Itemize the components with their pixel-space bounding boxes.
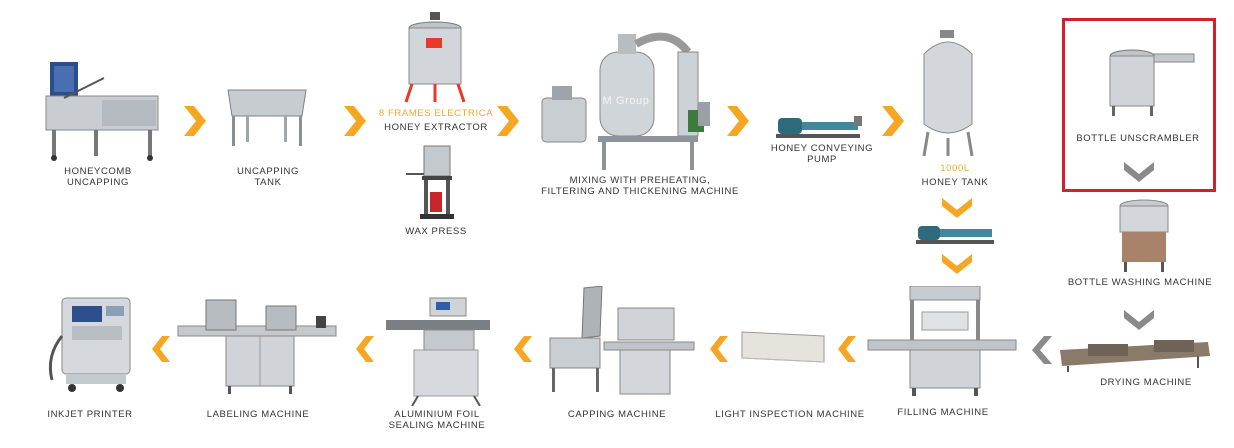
honey-tank-label: HONEY TANK [921,177,989,188]
flow-arrow-left-icon [838,336,856,362]
light-inspection-machine-image [741,331,825,363]
flow-arrow-left-icon [356,336,374,362]
labeling-machine-image [177,299,337,394]
honeycomb-uncapping-machine-image [45,62,159,161]
flow-arrow-left-icon [710,336,728,362]
bottle-washing-machine-label: BOTTLE WASHING MACHINE [1067,277,1213,288]
extractor-caption: 8 FRAMES ELECTRICA [378,108,494,119]
flow-arrow-down-icon [942,254,972,274]
bottle-unscrambler-image [1109,49,1195,116]
flow-arrow-right-icon [344,106,366,136]
light-inspection-machine-label: LIGHT INSPECTION MACHINE [715,409,865,420]
selected-step-highlight [1062,18,1216,192]
mixing-watermark: M Group [602,95,650,107]
honey-extractor-image [404,12,466,103]
bottle-washing-machine-image [1119,199,1169,272]
inkjet-printer-image [48,297,131,392]
inkjet-printer-label: INKJET PRINTER [47,409,133,420]
flow-arrow-down-grey-icon [1124,162,1154,182]
flow-arrow-right-icon [184,106,206,136]
flow-arrow-left-grey-icon [1032,336,1052,364]
capping-machine-label: CAPPING MACHINE [567,409,667,420]
capping-machine-image [549,286,695,395]
labeling-machine-label: LABELING MACHINE [206,409,310,420]
honey-tank-image [922,30,974,157]
filling-machine-label: FILLING MACHINE [897,407,989,418]
aluminium-foil-sealing-machine-image [386,297,490,406]
drying-machine-image [1060,340,1210,372]
drying-machine-label: DRYING MACHINE [1100,377,1192,388]
honey-conveying-pump-image [776,116,862,138]
uncapping-tank-image [227,89,307,146]
wax-press-image [406,145,454,219]
flow-arrow-left-icon [514,336,532,362]
wax-press-label: WAX PRESS [405,226,467,237]
bottle-unscrambler-label: BOTTLE UNSCRAMBLER [1076,133,1200,144]
flow-arrow-left-icon [152,336,170,362]
flow-arrow-right-icon [727,106,749,136]
mixing-machine-image [541,32,710,170]
honey-extractor-label: HONEY EXTRACTOR [384,122,488,133]
second-conveying-pump-image [916,226,994,244]
flow-arrow-right-icon [882,106,904,136]
flow-arrow-down-grey-icon [1124,310,1154,330]
flow-arrow-down-icon [942,198,972,218]
filling-machine-image [867,286,1017,396]
flow-arrow-right-icon [497,106,519,136]
tank-caption: 1000L [940,163,970,174]
mixing-machine-label: MIXING WITH PREHEATING,FILTERING AND THI… [541,175,739,197]
